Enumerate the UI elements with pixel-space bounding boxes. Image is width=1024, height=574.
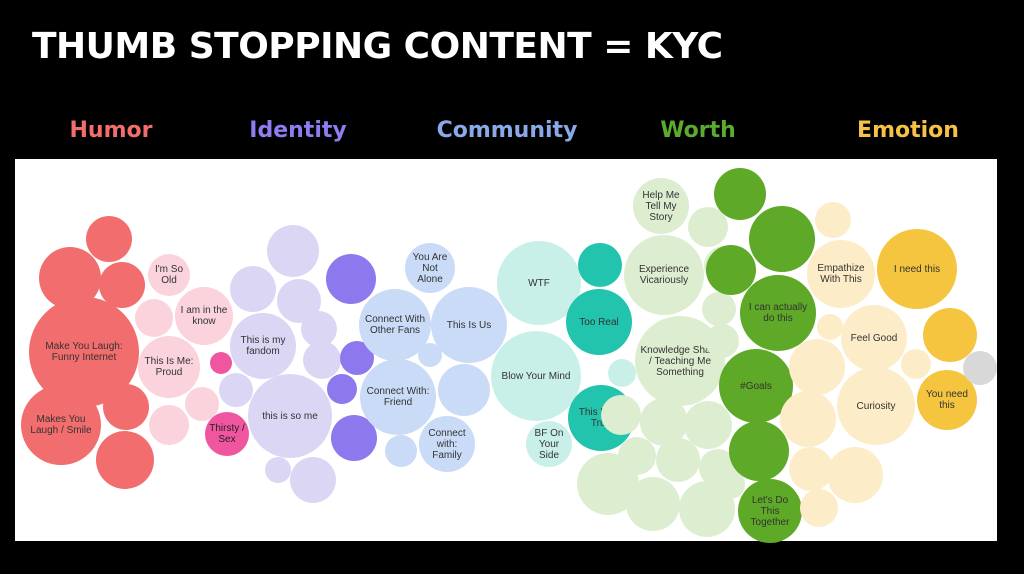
bubble-identity-dark	[327, 374, 357, 404]
bubble-worth-light	[688, 207, 728, 247]
bubble-label: Experience Vicariously	[638, 264, 690, 286]
bubble-experience-vicariously: Experience Vicariously	[624, 235, 704, 315]
bubble-emotion-light	[800, 489, 838, 527]
bubble-label: Make You Laugh: Funny Internet	[45, 341, 123, 363]
bubble-emotion-light	[901, 349, 931, 379]
bubble-community-teal	[578, 243, 622, 287]
bubble-label: Knowledge Share / Teaching Me Something	[640, 344, 720, 378]
bubble-connect-with-friend: Connect With: Friend	[360, 359, 436, 435]
bubble-label: I am in the know	[180, 305, 228, 327]
bubble-humor-accent	[210, 352, 232, 374]
bubble-this-is-me-proud: This Is Me: Proud	[138, 336, 200, 398]
bubble-humor	[99, 262, 145, 308]
bubble-label: Connect With Other Fans	[364, 314, 426, 336]
bubble-feel-good: Feel Good	[841, 305, 907, 371]
bubble-label: Thirsty / Sex	[209, 423, 245, 445]
bubble-label: You Are Not Alone	[412, 251, 448, 285]
bubble-label: This is my fandom	[240, 335, 286, 357]
bubble-worth-light	[626, 477, 680, 531]
bubble-help-me-tell-my-story: Help Me Tell My Story	[633, 178, 689, 234]
bubble-label: This Is Me: Proud	[144, 356, 194, 378]
bubble-worth-dark	[706, 245, 756, 295]
slide-title: THUMB STOPPING CONTENT = KYC	[32, 26, 723, 67]
bubble-label: Too Real	[579, 316, 619, 328]
bubble-this-is-us: This Is Us	[431, 287, 507, 363]
bubble-worth-dark	[749, 206, 815, 272]
bubble-emotion-light	[789, 447, 833, 491]
bubble-label: I can actually do this	[748, 302, 808, 324]
bubble-worth-light	[684, 401, 732, 449]
bubble-identity	[303, 341, 341, 379]
bubble-label: This Is Us	[446, 319, 492, 331]
bubble-worth-light	[601, 395, 641, 435]
bubble-this-is-my-fandom: This is my fandom	[230, 313, 296, 379]
bubble-emotion-light	[789, 339, 845, 395]
bubble-emotion-dark	[923, 308, 977, 362]
bubble-bf-on-your-side: BF On Your Side	[526, 421, 572, 467]
bubble-empathize-with-this: Empathize With This	[807, 240, 875, 308]
bubble-label: Empathize With This	[817, 263, 865, 285]
bubble-humor	[96, 431, 154, 489]
bubble-lets-do-this-together: Let's Do This Together	[738, 479, 802, 543]
bubble-label: Help Me Tell My Story	[642, 189, 680, 223]
bubble-curiosity: Curiosity	[837, 367, 915, 445]
bubble-worth-light	[656, 438, 700, 482]
bubble-humor	[103, 384, 149, 430]
bubble-worth-dark	[729, 421, 789, 481]
bubble-label: Blow Your Mind	[501, 370, 571, 382]
bubble-community	[385, 435, 417, 467]
bubble-label: Connect with: Family	[428, 427, 466, 461]
bubble-humor-light	[135, 299, 173, 337]
bubble-i-can-actually-do-this: I can actually do this	[740, 275, 816, 351]
bubble-i-am-in-the-know: I am in the know	[175, 287, 233, 345]
bubble-label: Let's Do This Together	[750, 494, 790, 528]
bubble-identity	[290, 457, 336, 503]
bubble-community-teal-light	[608, 359, 636, 387]
bubble-emotion-light	[817, 314, 843, 340]
bubble-thirsty-sex: Thirsty / Sex	[205, 412, 249, 456]
bubble-identity	[230, 266, 276, 312]
bubble-identity	[265, 457, 291, 483]
bubble-too-real: Too Real	[566, 289, 632, 355]
bubble-label: I need this	[893, 263, 941, 275]
bubble-connect-with-family: Connect with: Family	[419, 416, 475, 472]
bubble-identity-dark	[326, 254, 376, 304]
bubble-you-are-not-alone: You Are Not Alone	[405, 243, 455, 293]
bubble-community	[438, 364, 490, 416]
category-worth: Worth	[660, 118, 736, 143]
bubble-label: Makes You Laugh / Smile	[30, 414, 92, 436]
bubble-community	[418, 343, 442, 367]
bubble-grey	[963, 351, 997, 385]
bubble-label: this is so me	[262, 410, 318, 422]
bubble-label: Curiosity	[856, 400, 896, 412]
category-community: Community	[436, 118, 578, 143]
category-emotion: Emotion	[857, 118, 959, 143]
bubble-emotion-light	[780, 391, 836, 447]
bubble-worth-light	[705, 324, 739, 358]
bubble-humor-light	[149, 405, 189, 445]
bubble-im-so-old: I'm So Old	[148, 254, 190, 296]
bubble-this-is-so-me: this is so me	[248, 374, 332, 458]
bubble-identity	[267, 225, 319, 277]
bubble-label: Connect With: Friend	[366, 386, 430, 408]
bubble-i-need-this: I need this	[877, 229, 957, 309]
bubble-chart-panel: Make You Laugh: Funny Internet Makes You…	[15, 159, 997, 543]
bubble-emotion-light	[815, 202, 851, 238]
bubble-label: WTF	[528, 277, 550, 289]
bubble-label: BF On Your Side	[534, 427, 564, 461]
bubble-humor	[86, 216, 132, 262]
bubble-label: Feel Good	[850, 332, 898, 344]
bubble-label: You need this	[926, 389, 968, 411]
bubble-worth-dark	[714, 168, 766, 220]
bubble-identity	[219, 373, 253, 407]
bubble-blow-your-mind: Blow Your Mind	[491, 331, 581, 421]
category-humor: Humor	[69, 118, 153, 143]
bubble-worth-light	[702, 292, 736, 326]
bubble-makes-you-laugh-smile: Makes You Laugh / Smile	[21, 385, 101, 465]
bubble-label: I'm So Old	[154, 264, 184, 286]
bubble-emotion-light	[827, 447, 883, 503]
category-identity: Identity	[249, 118, 347, 143]
bubble-label: #Goals	[740, 380, 772, 392]
